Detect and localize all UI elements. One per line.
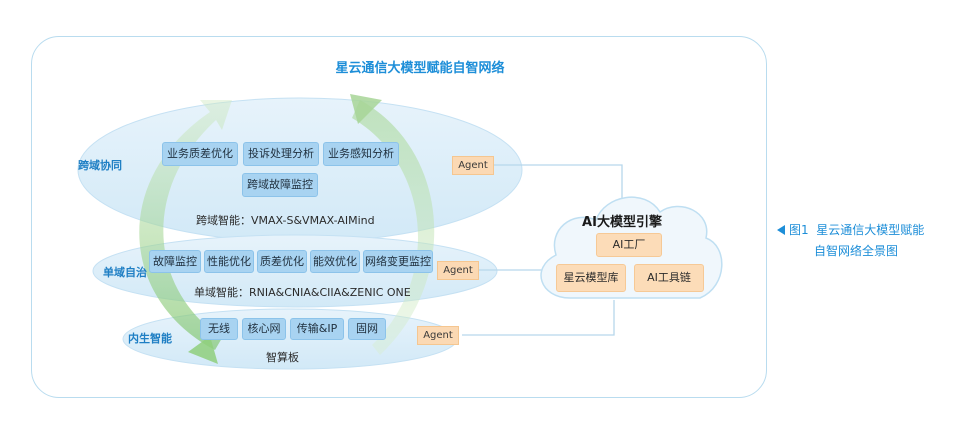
cycle-arrow-right: [352, 100, 435, 355]
chip-complaint-analysis: 投诉处理分析: [243, 142, 319, 166]
single-domain-caption: 单域智能：RNIA&CNIA&CIIA&ZENIC ONE: [194, 286, 411, 299]
agent-native: Agent: [417, 326, 459, 345]
chip-network-change-monitoring: 网络变更监控: [363, 250, 433, 273]
chip-fault-monitoring: 故障监控: [149, 250, 201, 273]
diagram-frame: [31, 36, 767, 398]
chip-service-perception-analysis: 业务感知分析: [323, 142, 399, 166]
agent-cross-domain: Agent: [452, 156, 494, 175]
chip-performance-optimization: 性能优化: [204, 250, 254, 273]
chip-energy-optimization: 能效优化: [310, 250, 360, 273]
chip-core-network: 核心网: [242, 318, 286, 340]
chip-fixed-network: 固网: [348, 318, 386, 340]
figure-caption-line1: 星云通信大模型赋能: [816, 223, 925, 237]
agent-single-domain: Agent: [437, 261, 479, 280]
figure-caption: 图1 星云通信大模型赋能 自智网络全景图: [777, 220, 924, 262]
chip-service-quality-optimization: 业务质差优化: [162, 142, 238, 166]
chip-transport-ip: 传输&IP: [290, 318, 344, 340]
native-caption: 智算板: [266, 351, 299, 364]
layer-label-native: 内生智能: [128, 332, 172, 345]
caption-triangle-icon: [777, 225, 785, 235]
diagram-title: 星云通信大模型赋能自智网络: [335, 61, 505, 76]
engine-chip-model-library: 星云模型库: [556, 264, 626, 292]
engine-chip-ai-toolchain: AI工具链: [634, 264, 704, 292]
cycle-arrow-right-head: [350, 94, 382, 124]
figure-caption-line2: 自智网络全景图: [814, 244, 899, 258]
layer-label-cross-domain: 跨域协同: [78, 159, 122, 172]
chip-quality-optimization: 质差优化: [257, 250, 307, 273]
layer-label-single-domain: 单域自治: [103, 266, 147, 279]
engine-title: AI大模型引擎: [582, 215, 662, 230]
cross-domain-caption: 跨域智能：VMAX-S&VMAX-AIMind: [196, 214, 375, 227]
figure-number: 图1: [789, 223, 809, 237]
connector-native: [462, 300, 615, 336]
chip-wireless: 无线: [200, 318, 238, 340]
connector-cross: [494, 164, 623, 198]
chip-cross-domain-fault-monitoring: 跨域故障监控: [242, 173, 318, 197]
engine-chip-ai-factory: AI工厂: [596, 233, 662, 257]
cycle-arrow-left-head: [188, 336, 218, 364]
